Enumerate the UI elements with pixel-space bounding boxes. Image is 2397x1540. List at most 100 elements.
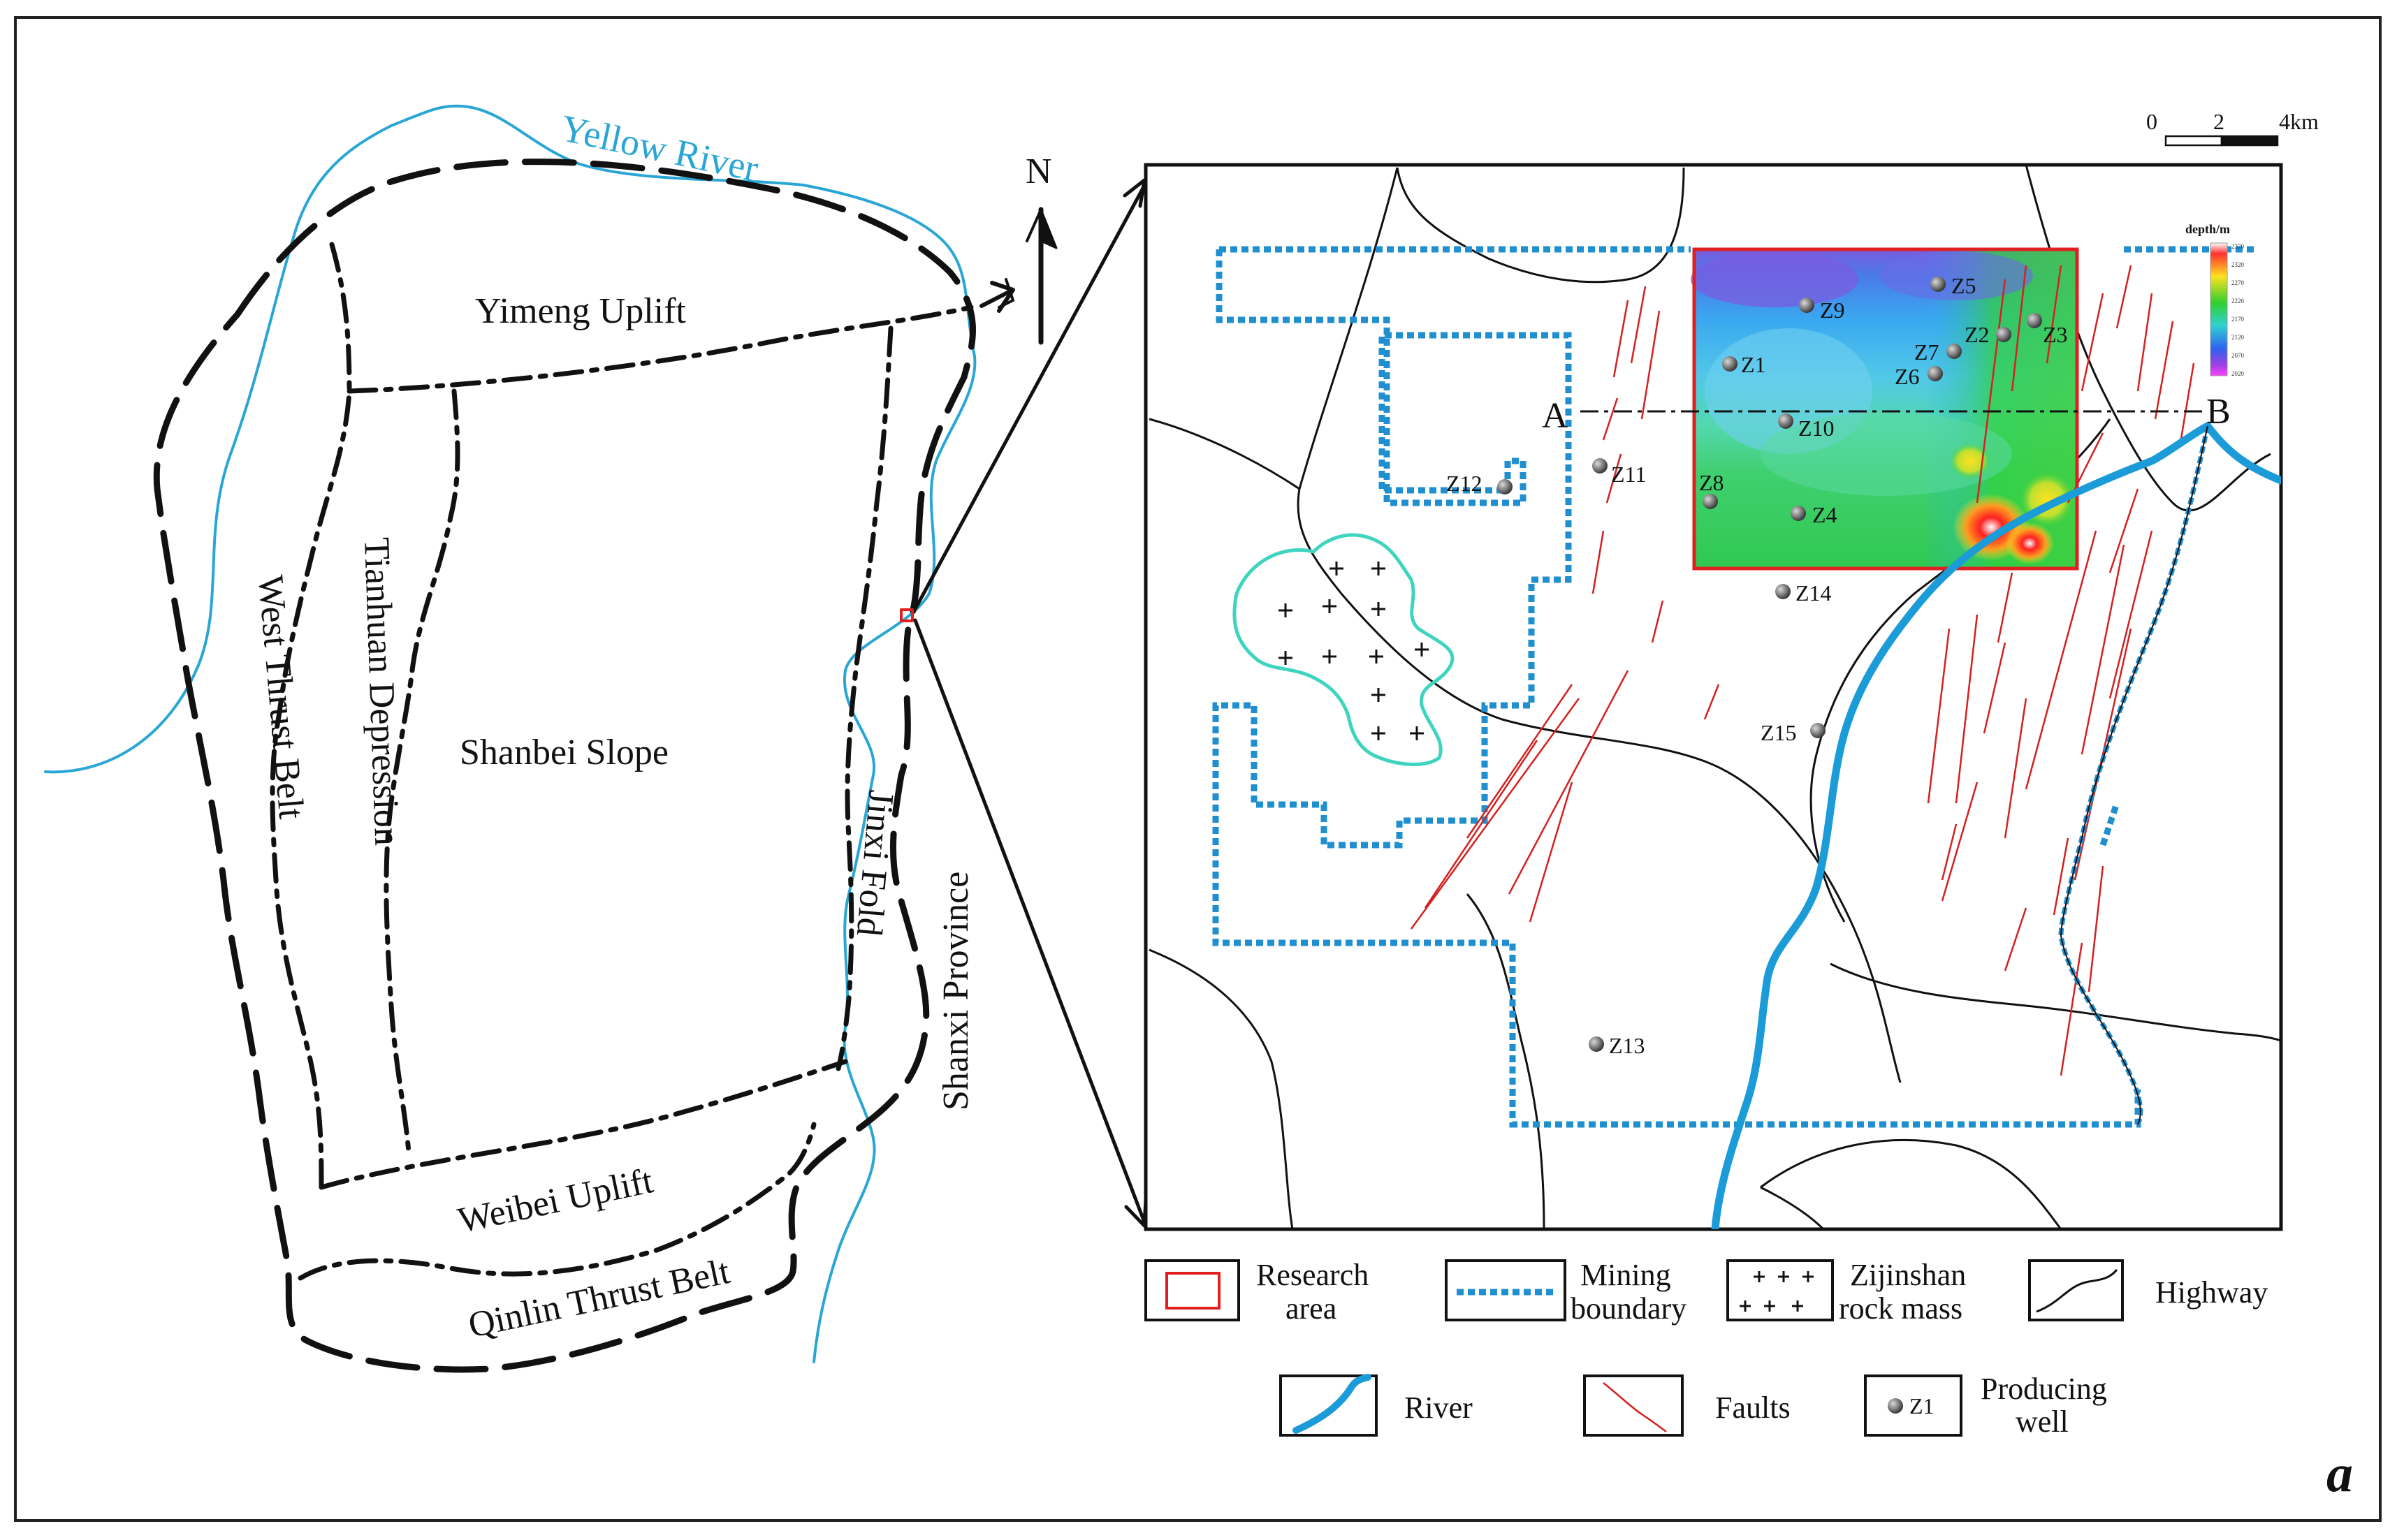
shanxi-province-label: Shanxi Province [936, 872, 976, 1110]
legend-mining-boundary: Mining boundary [1445, 1258, 1686, 1326]
overview-labels: Yellow River N Yimeng Uplift West Thrust… [250, 107, 1052, 1346]
well-label: Z3 [2043, 322, 2068, 347]
well-marker: Z8 [1699, 470, 1724, 509]
well-label: Z12 [1446, 471, 1482, 496]
well-marker: Z2 [1965, 322, 2011, 347]
zijinshan-rock-mass [1232, 533, 1455, 766]
well-marker: Z7 [1914, 339, 1962, 365]
legend-producing-well-sample: Z1 [1909, 1393, 1935, 1418]
legend-producing-well: Z1 Producing well [1864, 1372, 2107, 1439]
tianhuan-depression-label: Tianhuan Depression [356, 536, 407, 846]
section-label-a: A [1542, 396, 1568, 436]
yimeng-uplift-label: Yimeng Uplift [475, 291, 686, 331]
well-marker: Z15 [1761, 720, 1826, 745]
tianhuan-east [384, 388, 460, 1155]
well-label: Z14 [1795, 580, 1832, 606]
north-label: N [1026, 152, 1052, 191]
shanbei-slope-label: Shanbei Slope [460, 733, 669, 772]
legend-producing-well-line1: Producing [1981, 1372, 2107, 1406]
legend-mining-boundary-line1: Mining [1580, 1258, 1671, 1292]
overview-map [44, 104, 1148, 1373]
well-marker: Z6 [1895, 364, 1943, 389]
legend-research-area-line1: Research [1256, 1258, 1369, 1292]
north-arrow-icon [998, 207, 1058, 345]
well-label: Z2 [1965, 322, 1990, 347]
scale-bar: 0 2 4km [2146, 109, 2319, 147]
legend-river: River [1279, 1374, 1473, 1437]
scale-label-0: 0 [2146, 109, 2157, 134]
well-marker: Z12 [1446, 471, 1513, 496]
well-label: Z4 [1812, 502, 1837, 527]
legend-faults-label: Faults [1715, 1391, 1791, 1425]
shanbei-east [836, 325, 894, 1071]
scale-label-2: 2 [2213, 109, 2224, 134]
well-marker: Z14 [1775, 580, 1832, 606]
well-marker: Z3 [2027, 313, 2068, 347]
well-label: Z6 [1895, 364, 1920, 389]
depth-tick: 2170 [2231, 316, 2245, 323]
qinlin-thrust-belt-label: Qinlin Thrust Belt [465, 1252, 734, 1346]
depth-tick: 2320 [2231, 261, 2245, 268]
yimeng-boundary [347, 305, 974, 394]
river-detail [1711, 421, 2281, 1229]
figure-letter: a [2326, 1444, 2353, 1503]
legend-river-label: River [1404, 1391, 1473, 1425]
depth-tick: 2270 [2231, 279, 2245, 286]
depth-tick: 2020 [2231, 370, 2245, 377]
west-thrust-belt-label: West Thrust Belt [250, 573, 311, 821]
well-label: Z15 [1761, 720, 1797, 745]
well-marker: Z13 [1589, 1033, 1645, 1058]
depth-tick: 2120 [2231, 334, 2245, 341]
well-label: Z9 [1820, 298, 1845, 323]
depth-tick: 2070 [2231, 352, 2245, 359]
weibei-lower [298, 1122, 817, 1281]
well-label: Z5 [1951, 273, 1976, 298]
yimeng-arrow-icon [979, 281, 1015, 313]
jinxi-fold-label: Jinxi Fold [849, 789, 901, 938]
depth-color-bar [2210, 242, 2228, 376]
depth-tick: 2370 [2231, 243, 2245, 250]
well-label: Z8 [1699, 470, 1724, 495]
research-area-field [1691, 247, 2079, 571]
legend-faults: Faults [1583, 1374, 1791, 1437]
well-label: Z11 [1611, 462, 1646, 487]
legend-highway-label: Highway [2155, 1275, 2268, 1310]
legend-highway: Highway [2028, 1259, 2268, 1321]
section-label-b: B [2206, 392, 2231, 432]
legend-research-area: Research area [1144, 1258, 1369, 1326]
research-area-marker [900, 608, 914, 622]
depth-legend: depth/m 2370 2320 2270 2220 2170 2120 20… [2185, 222, 2245, 377]
detail-map: Z1 Z2 Z3 Z4 Z5 Z6 Z7 Z8 Z9 Z10 Z11 Z12 Z… [1149, 165, 2281, 1229]
faults [1410, 265, 2195, 1076]
outer-frame [14, 16, 2382, 1522]
west-thrust-inner [270, 242, 352, 1190]
connector-bottom [913, 618, 1148, 1228]
well-label: Z13 [1609, 1033, 1645, 1058]
weibei-uplift-label: Weibei Uplift [455, 1161, 657, 1241]
legend-research-area-line2: area [1285, 1291, 1336, 1326]
depth-tick: 2220 [2231, 298, 2245, 305]
well-marker: Z1 [1722, 352, 1766, 377]
legend-producing-well-line2: well [2016, 1405, 2069, 1439]
highways [1149, 165, 2281, 1229]
well-marker: Z9 [1799, 298, 1845, 323]
depth-legend-title: depth/m [2185, 222, 2230, 236]
provincial-border-core [2060, 425, 2208, 1125]
well-marker: Z5 [1930, 273, 1976, 298]
legend-zijinshan: Zijinshan rock mass [1726, 1258, 1966, 1326]
well-label: Z7 [1914, 339, 1939, 365]
scale-label-4km: 4km [2279, 109, 2319, 134]
legend-mining-boundary-line2: boundary [1571, 1291, 1686, 1326]
well-label: Z1 [1741, 352, 1766, 377]
weibei-upper [319, 1059, 848, 1190]
well-marker: Z10 [1778, 413, 1835, 441]
basin-boundary [153, 159, 976, 1373]
connector-top [913, 181, 1148, 611]
legend-zijinshan-line2: rock mass [1839, 1291, 1962, 1326]
well-marker: Z4 [1791, 502, 1837, 527]
well-label: Z10 [1798, 416, 1835, 441]
wells: Z1 Z2 Z3 Z4 Z5 Z6 Z7 Z8 Z9 Z10 Z11 Z12 Z… [1446, 273, 2068, 1058]
legend: Research area Mining boundary Zijinshan … [1144, 1258, 2268, 1439]
legend-zijinshan-line1: Zijinshan [1850, 1258, 1966, 1292]
